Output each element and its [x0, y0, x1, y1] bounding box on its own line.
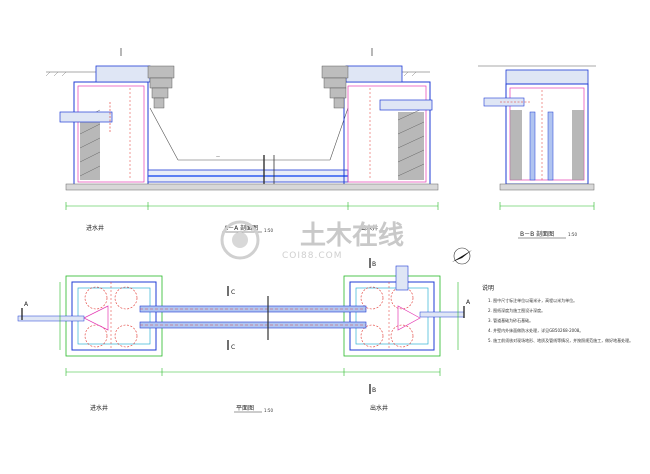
right-well-label: 出水井: [360, 224, 378, 232]
watermark-site: COI88.COM: [282, 251, 342, 261]
cut-c-top: C: [231, 289, 235, 296]
cut-c-bottom: C: [231, 344, 235, 351]
watermark: 土木在线 COI88.COM: [220, 220, 404, 261]
section-aa-scale: 1:50: [264, 228, 273, 233]
cut-b-bottom: B: [372, 387, 376, 394]
cut-a-left: A: [24, 301, 29, 308]
plan-view: A A B B C C 进水井 平面图 1:50 出水井: [17, 247, 472, 413]
notes-title: 说明: [482, 284, 494, 292]
north-arrow-icon: [452, 247, 472, 265]
plan-right-well-label: 出水井: [370, 404, 388, 412]
note-2: 2. 图纸深度为施工图设计深度。: [488, 307, 545, 313]
section-aa-title: A－A 剖面图: [224, 224, 258, 232]
mid-note-1: —: [216, 154, 220, 159]
watermark-brand: 土木在线: [300, 221, 404, 251]
plan-title: 平面图: [236, 405, 254, 412]
note-1: 1. 图中尺寸标注单位以毫米计，高程以米为单位。: [488, 297, 577, 303]
section-bb-title: B－B 剖面图: [520, 230, 554, 238]
plan-left-well-label: 进水井: [90, 404, 108, 412]
section-aa: — 进水井: [45, 48, 439, 233]
note-5: 5. 施工前须核对现场地形、地质及管线等情况，并按照规范施工，做好地基处理。: [488, 337, 633, 343]
notes-block: 说明 1. 图中尺寸标注单位以毫米计，高程以米为单位。 2. 图纸深度为施工图设…: [482, 284, 633, 343]
left-well-label: 进水井: [86, 224, 104, 232]
cut-b-top: B: [372, 261, 376, 268]
note-4: 4. 井壁内外抹面做防水处理，详见GB50268-2008。: [488, 327, 583, 333]
section-bb-scale: 1:50: [568, 232, 577, 237]
cut-a-right: A: [466, 299, 471, 306]
plan-scale: 1:50: [264, 408, 273, 413]
note-3: 3. 管道基础为砂石基础。: [488, 317, 533, 323]
section-bb: B－B 剖面图 1:50: [478, 65, 596, 239]
